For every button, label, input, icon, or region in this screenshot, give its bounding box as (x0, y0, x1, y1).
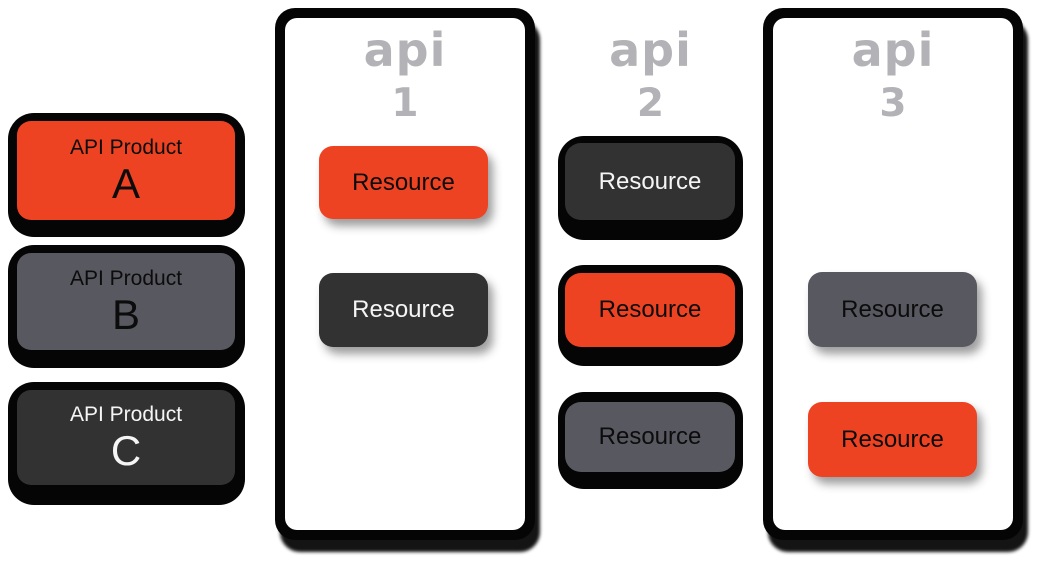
api-2-resource-2-label: Resource (598, 296, 702, 323)
api-2-resource-2: Resource (558, 265, 743, 366)
api-3-heading-word: api (851, 23, 935, 77)
api-1-heading: api 1 (285, 24, 525, 127)
api-3-heading: api 3 (773, 24, 1013, 127)
api-2-resource-1-label: Resource (598, 167, 702, 195)
api-2-resource-1-fill: Resource (565, 143, 735, 220)
api-2-resource-2-fill: Resource (565, 273, 735, 347)
api-2-heading-word: api (609, 23, 692, 77)
api-1-heading-number: 1 (391, 81, 419, 126)
api-1-heading-word: api (363, 23, 447, 77)
api-product-b-letter: B (111, 291, 140, 338)
api-1-resource-2: Resource (319, 273, 488, 347)
api-2-heading-number: 2 (636, 81, 665, 126)
api-1-container: Resource Resource (275, 8, 535, 540)
api-1-resource-1: Resource (319, 146, 488, 219)
api-product-c-fill: API Product C (17, 390, 235, 485)
api-product-a-title: API Product (69, 136, 183, 159)
api-3-resource-2-label: Resource (841, 425, 944, 453)
api-3-resource-1: Resource (808, 272, 977, 347)
api-product-b-fill: API Product B (17, 253, 235, 350)
api-1-container-body: Resource Resource (285, 18, 525, 530)
api-product-b-title: API Product (69, 267, 183, 290)
api-2-resource-3-fill: Resource (565, 402, 735, 472)
api-product-c-title: API Product (69, 403, 183, 426)
api-product-a-fill: API Product A (17, 121, 235, 220)
api-3-container-body: Resource Resource (773, 18, 1013, 530)
api-2-resource-3: Resource (558, 392, 743, 489)
api-3-resource-1-label: Resource (841, 295, 944, 323)
api-product-a-box: API Product A (8, 113, 245, 237)
api-3-heading-number: 3 (879, 81, 907, 126)
api-product-c-box: API Product C (8, 382, 245, 505)
api-2-resource-1: Resource (558, 136, 743, 240)
api-3-container: Resource Resource (763, 8, 1023, 540)
api-product-b-box: API Product B (8, 245, 245, 368)
api-2-heading: api 2 (558, 24, 743, 127)
api-1-resource-2-label: Resource (352, 296, 455, 323)
api-1-resource-1-label: Resource (352, 168, 455, 196)
api-2-resource-3-label: Resource (598, 423, 702, 450)
api-3-resource-2: Resource (808, 402, 977, 477)
api-product-c-letter: C (110, 427, 142, 474)
api-product-a-letter: A (111, 160, 140, 207)
